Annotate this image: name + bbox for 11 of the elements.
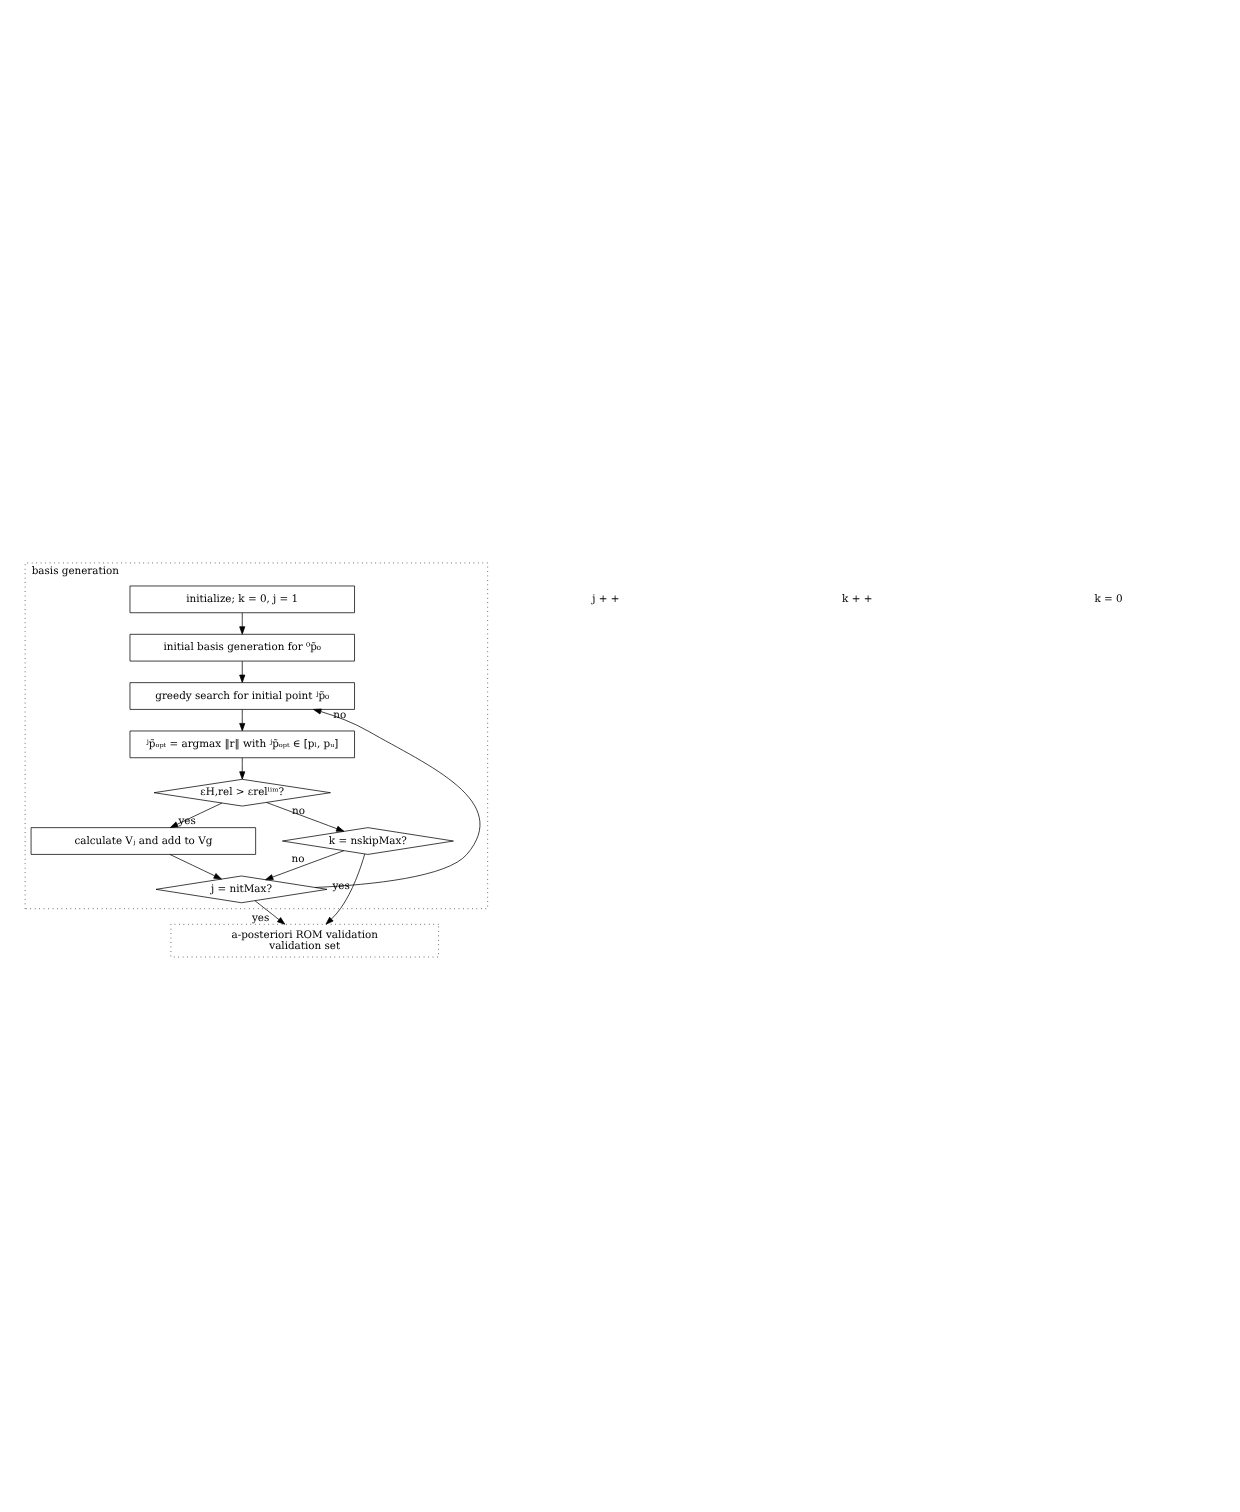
arrow: [239, 756, 246, 779]
arrow: [239, 611, 246, 634]
arrow: [265, 849, 345, 880]
arrow: [254, 899, 286, 924]
arrow: [169, 801, 223, 827]
arrow: [239, 659, 246, 682]
arrow: [325, 852, 366, 924]
arrow: [169, 853, 222, 879]
arrow: [313, 707, 480, 887]
arrow: [266, 801, 345, 831]
arrow: [239, 708, 246, 731]
